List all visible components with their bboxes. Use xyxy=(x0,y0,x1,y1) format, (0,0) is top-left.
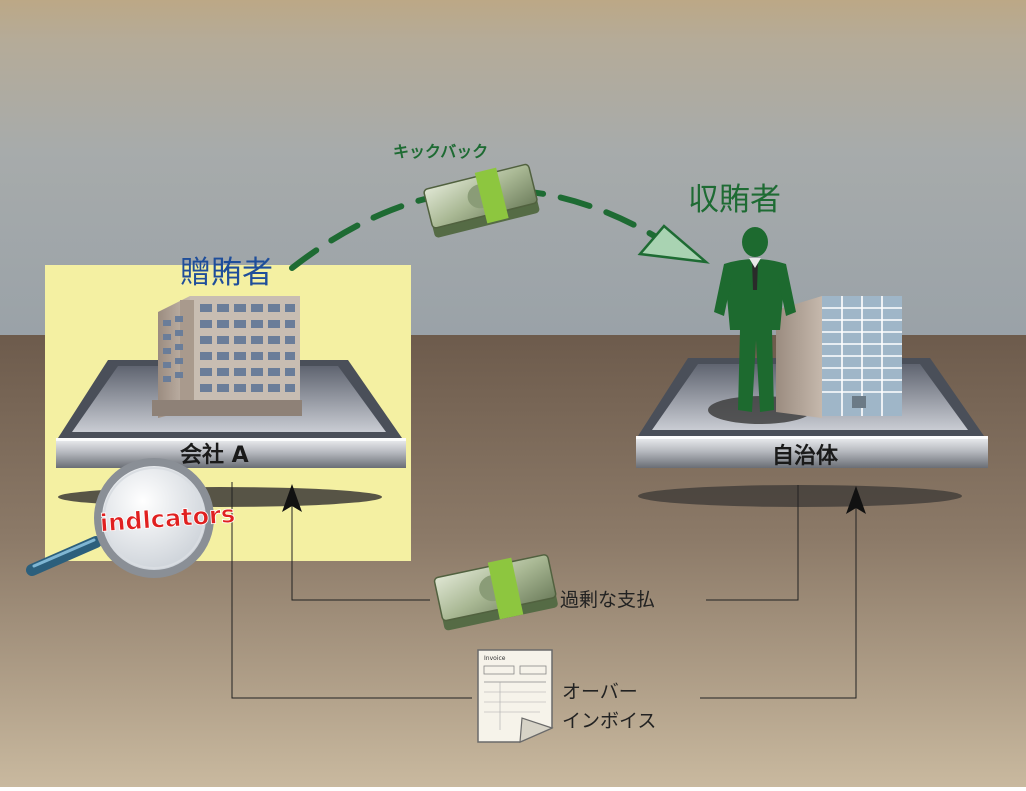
overinvoice-label-line1: オーバー xyxy=(562,681,638,703)
municipality-building-image xyxy=(776,296,902,418)
overinvoice-label-line2: インボイス xyxy=(562,710,656,732)
overinvoice-flow-line xyxy=(231,482,857,699)
municipality-platform-shadow xyxy=(638,485,962,507)
overpayment-flow-line xyxy=(291,485,799,601)
bribee-figure-image xyxy=(714,227,796,412)
overpayment-label: 過剰な支払 xyxy=(560,589,655,611)
kickback-arrow-icon xyxy=(637,224,710,264)
kickback-label: キックバック xyxy=(393,142,488,161)
invoice-doc-label: Invoice xyxy=(484,655,506,662)
company-building-image xyxy=(152,296,302,418)
overpayment-cash-icon xyxy=(433,554,558,631)
bribee-label: 収賄者 xyxy=(688,182,781,218)
municipality-label: 自治体 xyxy=(772,443,839,469)
overinvoice-arrow-icon xyxy=(846,486,866,514)
briber-label: 贈賄者 xyxy=(180,255,273,291)
overpayment-arrow-icon xyxy=(282,484,302,512)
invoice-document-icon: Invoice xyxy=(477,649,554,743)
company-label: 会社 A xyxy=(180,442,249,468)
magnifier-icon xyxy=(26,458,214,578)
kickback-cash-icon xyxy=(423,163,540,238)
